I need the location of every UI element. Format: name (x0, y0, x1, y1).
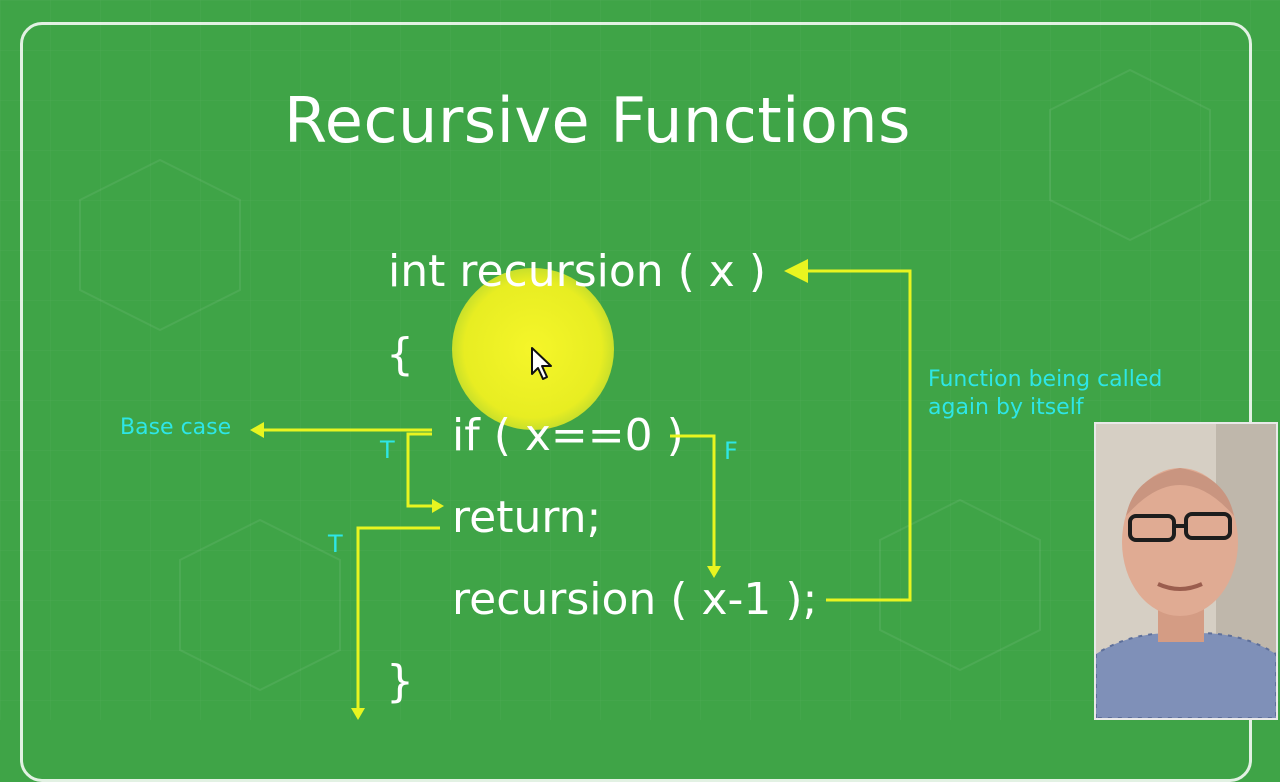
self-call-label-line2: again by itself (928, 395, 1084, 420)
code-line-function-signature: int recursion ( x ) (388, 246, 766, 297)
recursive-call-arrowhead (784, 259, 808, 283)
recursive-call-arrow (806, 269, 912, 602)
flow-arrows (250, 259, 912, 720)
true-flag-label: T (328, 530, 343, 558)
true-branch-arrow (406, 432, 432, 508)
false-branch-arrowhead (707, 566, 721, 578)
slide-title: Recursive Functions (284, 84, 911, 157)
code-line-close-brace: } (386, 656, 414, 707)
false-flag-label: F (724, 437, 738, 465)
base-case-label: Base case (120, 415, 232, 440)
code-line-return: return; (452, 492, 602, 543)
mouse-pointer-icon (531, 347, 552, 380)
true-branch-arrowhead (432, 499, 444, 513)
code-line-if-condition: if ( x==0 ) (452, 410, 684, 461)
base-case-arrowhead (250, 422, 264, 438)
return-exit-arrowhead (351, 708, 365, 720)
code-line-open-brace: { (386, 329, 414, 380)
self-call-label-line1: Function being called (928, 367, 1163, 392)
presenter-video-icon (1096, 424, 1276, 718)
webcam-overlay (1094, 422, 1278, 720)
code-line-recursive-call: recursion ( x-1 ); (452, 574, 818, 625)
return-exit-arrow (356, 526, 440, 710)
false-branch-arrow (670, 434, 716, 568)
background-pattern (0, 0, 1280, 720)
true-flag-label: T (380, 436, 395, 464)
